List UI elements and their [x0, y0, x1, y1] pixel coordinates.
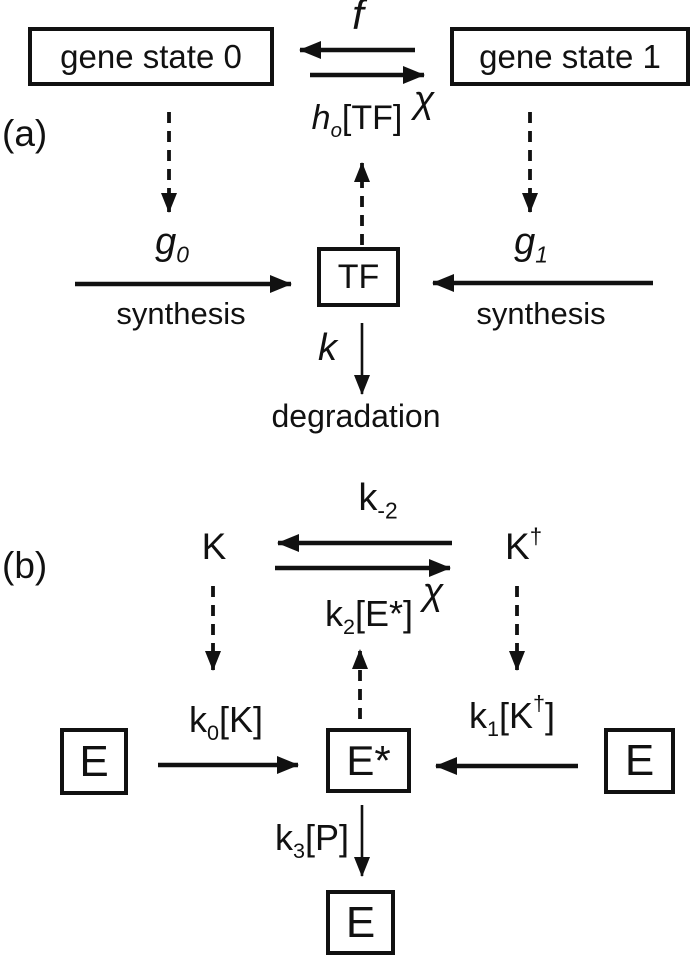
synthesis-right-label: synthesis — [476, 296, 606, 331]
k1-mid: [K — [498, 695, 533, 736]
enzyme-product-box: E — [326, 890, 395, 955]
h0-base: h — [311, 99, 331, 137]
k1-end: ] — [545, 695, 556, 736]
degradation-label: degradation — [271, 398, 441, 434]
k1-subscript: 1 — [486, 716, 499, 742]
g0-base: g — [155, 221, 177, 263]
k2-subscript: 2 — [342, 614, 355, 640]
k-dagger-superscript: † — [529, 523, 543, 549]
tf-box: TF — [317, 247, 400, 307]
k-minus2-base: k — [358, 477, 378, 519]
panel-b-label: (b) — [2, 545, 48, 586]
rate-g0-label: g0 — [155, 221, 189, 266]
enzyme-left-box: E — [60, 728, 128, 795]
panel-a-label: (a) — [2, 113, 48, 154]
enzyme-active-box: E* — [326, 728, 411, 793]
k0-base: k — [188, 699, 207, 740]
k2-rest: [E*] — [354, 593, 414, 634]
g1-subscript: 1 — [535, 241, 548, 268]
rate-chi-a-label: χ — [413, 79, 435, 121]
g1-base: g — [514, 221, 536, 263]
kinase-k-dagger-label: K† — [505, 525, 542, 568]
k3-rest: [P] — [305, 817, 350, 858]
h0-subscript: o — [330, 119, 342, 142]
rate-f-label: f — [352, 0, 364, 38]
k-dagger-base: K — [505, 526, 530, 567]
g0-subscript: 0 — [176, 241, 189, 268]
k3-base: k — [274, 817, 293, 858]
gene-state-1-box: gene state 1 — [450, 27, 690, 86]
k1-superscript: † — [533, 690, 546, 716]
rate-k2-label: k2[E*] — [324, 593, 414, 638]
h0-tf-label: ho[TF] — [311, 99, 403, 141]
k3-subscript: 3 — [292, 838, 305, 864]
k0-rest: [K] — [219, 699, 264, 740]
rate-k1-label: k1[K†] — [468, 692, 556, 739]
rate-k0-label: k0[K] — [188, 699, 264, 744]
rate-k3-label: k3[P] — [274, 817, 350, 862]
synthesis-left-label: synthesis — [116, 296, 246, 331]
k-minus2-subscript: -2 — [377, 497, 398, 524]
enzyme-right-box: E — [604, 728, 675, 794]
k0-subscript: 0 — [206, 720, 219, 746]
gene-state-0-box: gene state 0 — [28, 27, 274, 86]
k2-base: k — [324, 593, 343, 634]
rate-k-label: k — [318, 327, 337, 369]
rate-g1-label: g1 — [514, 221, 548, 266]
rate-k-minus2-label: k-2 — [358, 477, 397, 522]
kinase-k-label: K — [201, 526, 227, 567]
h0-rest: [TF] — [341, 99, 403, 137]
rate-chi-b-label: χ — [422, 571, 444, 613]
k1-base: k — [468, 695, 487, 736]
